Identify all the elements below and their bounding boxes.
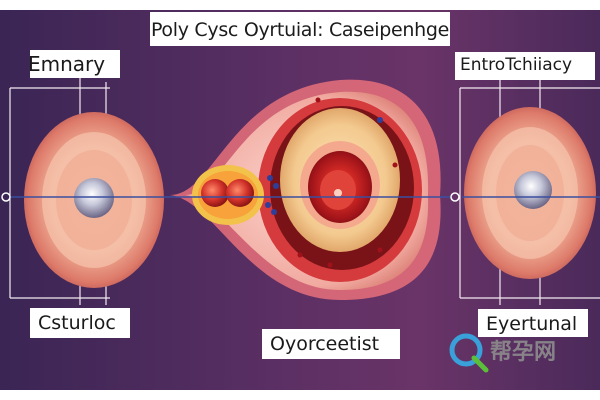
watermark-icon (449, 333, 489, 373)
follicle-cluster (192, 165, 264, 225)
label-backdrop-bottom-left (30, 308, 130, 338)
label-backdrop-top-left (30, 50, 120, 78)
diagram-title: Poly Cysc Oyrtuial: Caseipenhge (150, 19, 450, 41)
label-backdrop-bottom-right (478, 309, 588, 337)
left-ovary (24, 112, 164, 288)
title-backdrop (150, 12, 450, 46)
central-ovary (170, 79, 441, 301)
label-bottom-right: Eyertunal (486, 313, 578, 335)
label-top-right: EntroTchiiacy (460, 55, 573, 75)
label-bottom-left: Csturloc (38, 312, 116, 334)
cell-dots (265, 97, 398, 268)
right-ovary (464, 107, 596, 279)
axis-line (1, 192, 600, 202)
right-nucleus (514, 171, 552, 209)
label-backdrop-top-right (455, 52, 595, 80)
watermark-text: 帮孕网 (490, 340, 557, 365)
label-bottom-middle: Oyorceetist (270, 333, 380, 355)
label-backdrop-bottom-middle (262, 329, 400, 359)
label-top-left: Emnary (28, 52, 106, 76)
left-nucleus (74, 178, 114, 218)
